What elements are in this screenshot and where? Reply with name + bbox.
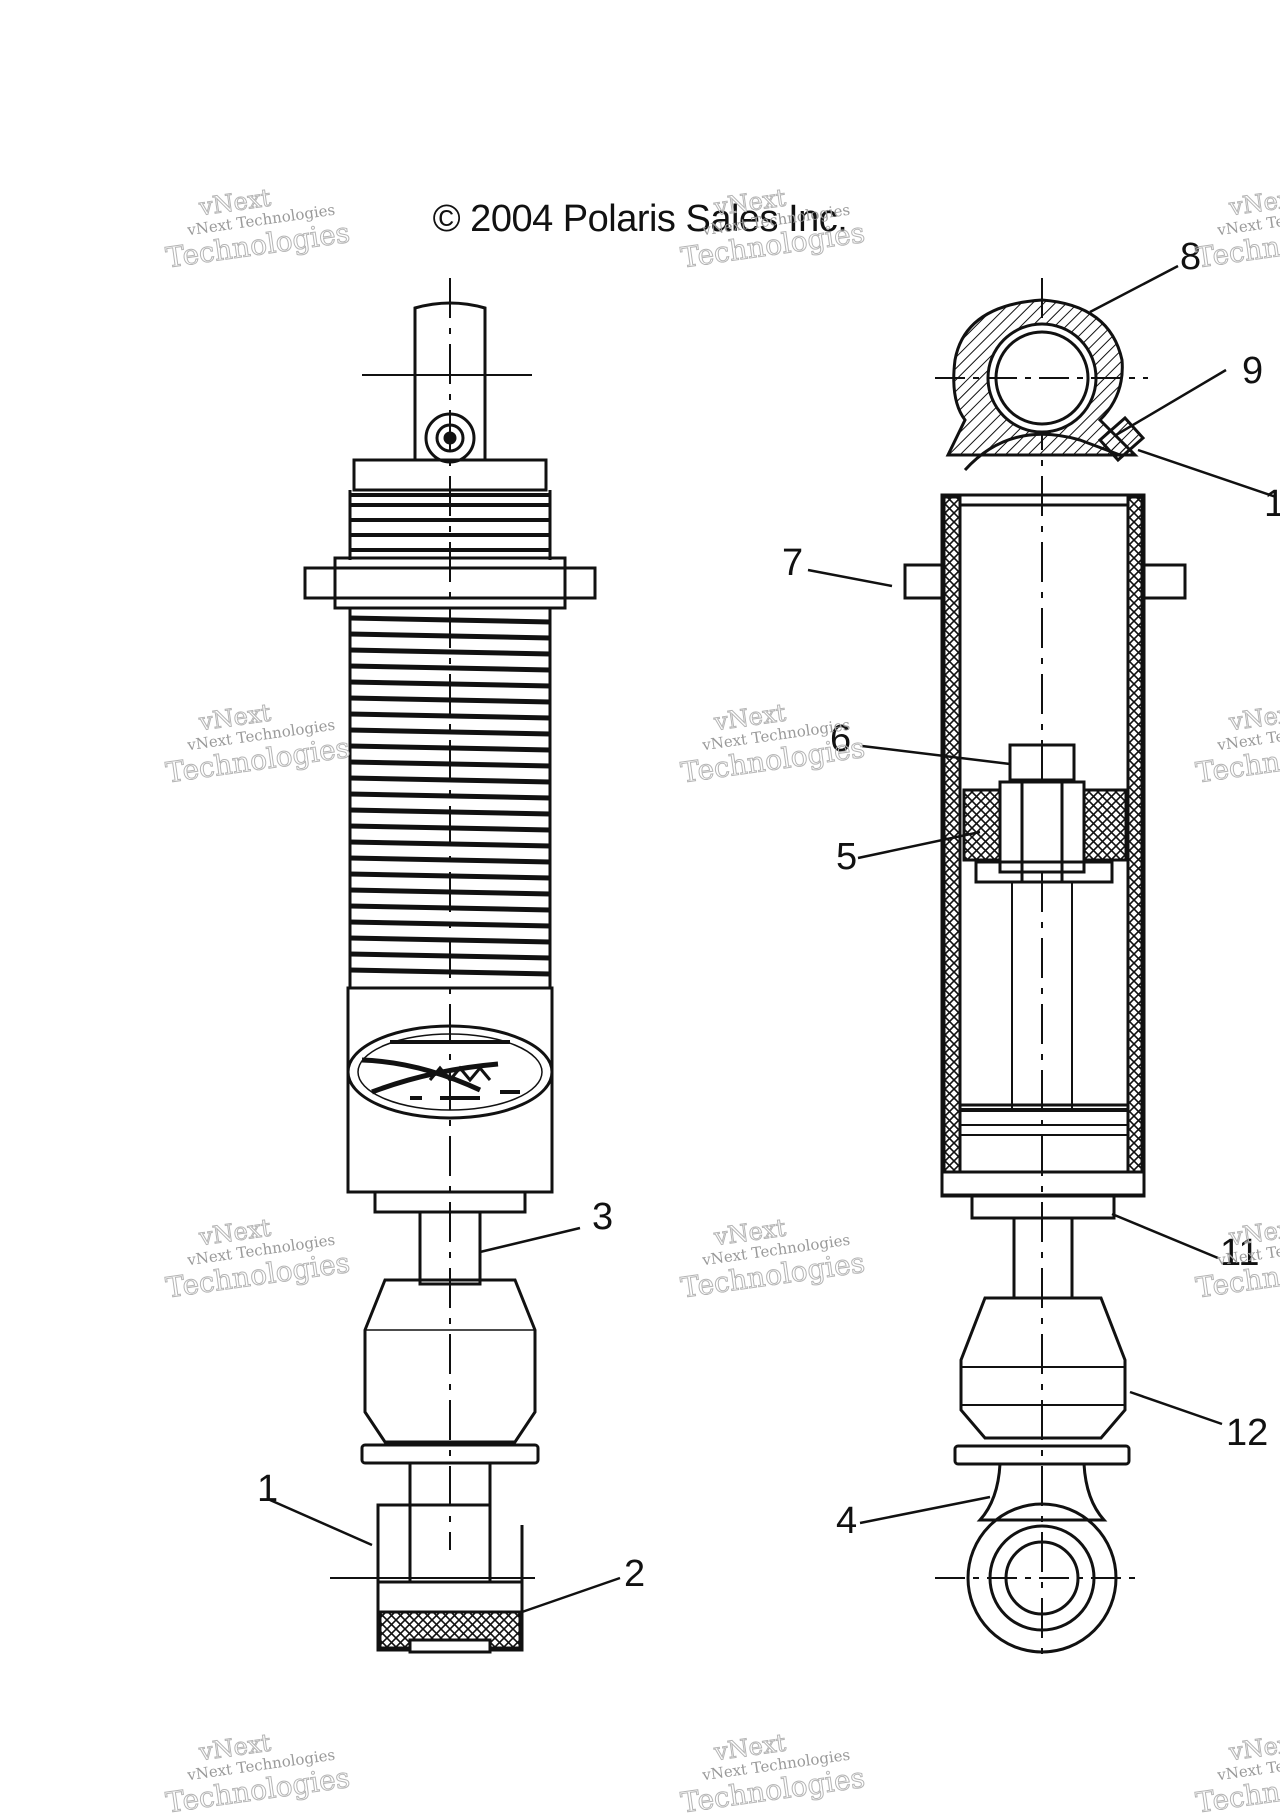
callout-7: 7 xyxy=(782,542,804,584)
left-shock-exterior xyxy=(305,278,595,1652)
right-shock-section xyxy=(905,278,1185,1660)
callout-5: 5 xyxy=(836,836,858,878)
callout-11: 11 xyxy=(1220,1232,1260,1274)
callout-2: 2 xyxy=(624,1553,646,1595)
callout-9: 9 xyxy=(1242,350,1264,392)
leader-lines xyxy=(270,266,1276,1612)
copyright-notice: © 2004 Polaris Sales Inc. xyxy=(432,198,848,240)
callout-10: 10 xyxy=(1264,483,1280,525)
callout-4: 4 xyxy=(836,1500,858,1542)
callout-6: 6 xyxy=(830,718,852,760)
callout-3: 3 xyxy=(592,1196,614,1238)
callout-12: 12 xyxy=(1226,1412,1269,1454)
callout-8: 8 xyxy=(1180,236,1202,278)
callout-1: 1 xyxy=(257,1468,279,1510)
